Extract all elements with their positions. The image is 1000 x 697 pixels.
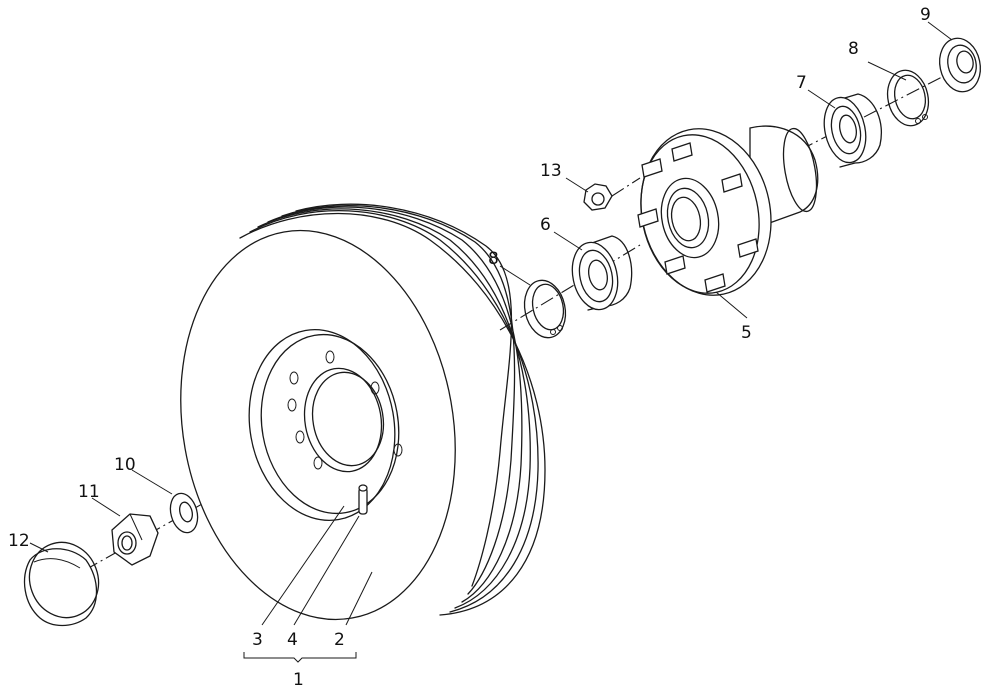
- circlip-outer: [886, 69, 930, 127]
- bearing-inner: [571, 235, 633, 311]
- bearing-outer: [823, 93, 882, 168]
- callout-5: 5: [741, 323, 752, 343]
- valve-pin: [358, 484, 368, 515]
- hub-studs: [637, 142, 759, 293]
- circlip-inner: [523, 279, 567, 339]
- callout-7: 7: [796, 73, 807, 93]
- callout-10: 10: [114, 455, 136, 475]
- callout-8-outer: 8: [848, 39, 859, 59]
- tire: [180, 203, 546, 621]
- callout-6: 6: [540, 215, 551, 235]
- callout-1: 1: [293, 670, 304, 690]
- callout-13: 13: [540, 161, 562, 181]
- leader-lines: [29, 21, 953, 663]
- dust-cap: [23, 541, 100, 627]
- callout-8-inner: 8: [488, 249, 499, 269]
- callout-2: 2: [334, 630, 345, 650]
- callout-4: 4: [287, 630, 298, 650]
- wheel-nut: [583, 177, 641, 211]
- callout-9: 9: [920, 5, 931, 25]
- callout-labels: 9 8 7 13 6 8 5 10 11 12 3 4 2 1: [8, 5, 931, 690]
- hub: [637, 125, 819, 296]
- washer: [169, 492, 199, 534]
- callout-12: 12: [8, 531, 30, 551]
- callout-3: 3: [252, 630, 263, 650]
- callout-11: 11: [78, 482, 100, 502]
- axle-nut: [111, 513, 159, 566]
- seal-cap: [938, 37, 982, 93]
